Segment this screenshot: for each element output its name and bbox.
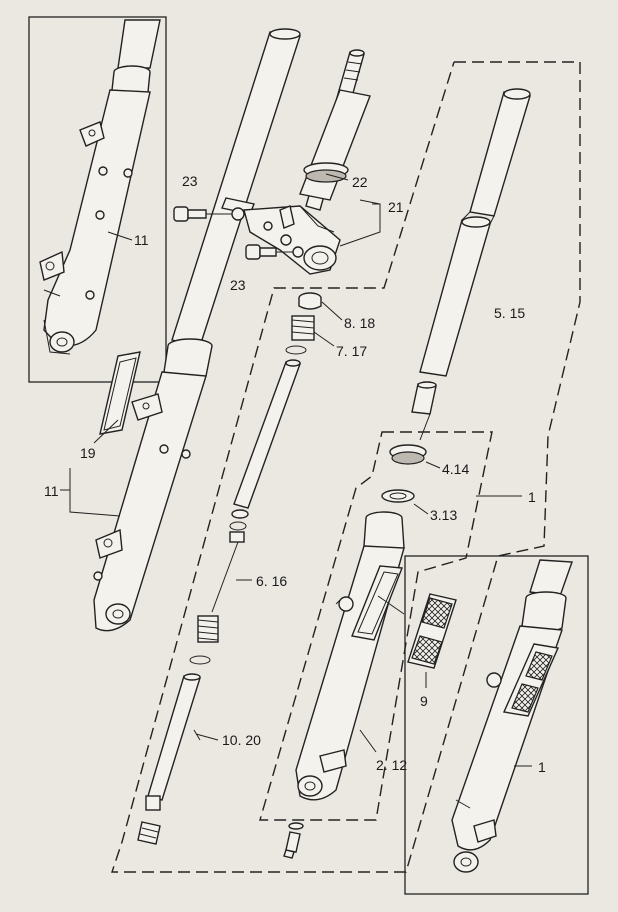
callout-8-18: 8. 18 (344, 315, 375, 331)
dashed-group-outline (111, 61, 581, 873)
callout-1-group: 1 (528, 489, 536, 505)
inset-box-left (28, 16, 167, 383)
callout-10-20: 10. 20 (222, 732, 261, 748)
callout-9: 9 (420, 693, 428, 709)
callout-23-lower: 23 (230, 277, 246, 293)
callout-7-17: 7. 17 (336, 343, 367, 359)
right-tube-assembly (381, 88, 531, 515)
steering-stem (173, 49, 381, 275)
callout-5-15: 5. 15 (494, 305, 525, 321)
damper-rod-assembly (137, 292, 343, 859)
callout-2-12: 2. 12 (376, 757, 407, 773)
callout-11-main: 11 (44, 483, 59, 499)
callout-11-inset: 11 (134, 232, 149, 248)
main-fork-left (60, 28, 301, 632)
callout-labels: 23 23 22 21 11 11 19 8. 18 7. 17 5. 15 4… (44, 173, 546, 775)
callout-19: 19 (80, 445, 96, 461)
callout-1-inset: 1 (538, 759, 546, 775)
lower-slider-center (295, 511, 457, 801)
callout-3-13: 3.13 (430, 507, 457, 523)
callout-21: 21 (388, 199, 404, 215)
inset-box-right (404, 555, 589, 895)
callout-22: 22 (352, 174, 368, 190)
callout-4-14: 4.14 (442, 461, 469, 477)
callout-6-16: 6. 16 (256, 573, 287, 589)
callout-23-upper: 23 (182, 173, 198, 189)
